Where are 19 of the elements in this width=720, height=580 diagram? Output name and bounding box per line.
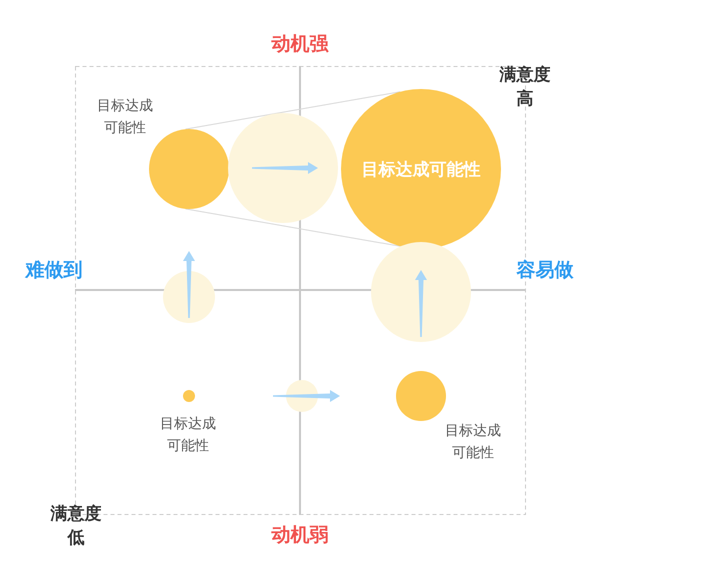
bubble — [183, 390, 195, 402]
axis-label: 难做到 — [24, 258, 84, 282]
axis-label: 动机强 — [270, 32, 330, 56]
axis-label: 满意度高 — [498, 64, 552, 111]
connector-line — [185, 208, 401, 247]
bubble — [228, 113, 338, 223]
bubble-caption: 目标达成可能性 — [444, 422, 502, 463]
axis-label: 满意度低 — [50, 503, 102, 550]
bubble — [341, 89, 501, 249]
axis-label: 容易做 — [516, 258, 574, 282]
connector-line — [185, 91, 401, 130]
bubble — [396, 371, 446, 421]
bubble — [149, 129, 229, 209]
bubble-caption: 目标达成可能性 — [96, 97, 154, 138]
bubble-caption: 目标达成可能性 — [159, 415, 217, 456]
bubble-label: 目标达成可能性 — [362, 158, 480, 180]
bubble — [163, 271, 215, 323]
axis-label: 动机弱 — [270, 523, 330, 547]
bubble — [371, 242, 471, 342]
